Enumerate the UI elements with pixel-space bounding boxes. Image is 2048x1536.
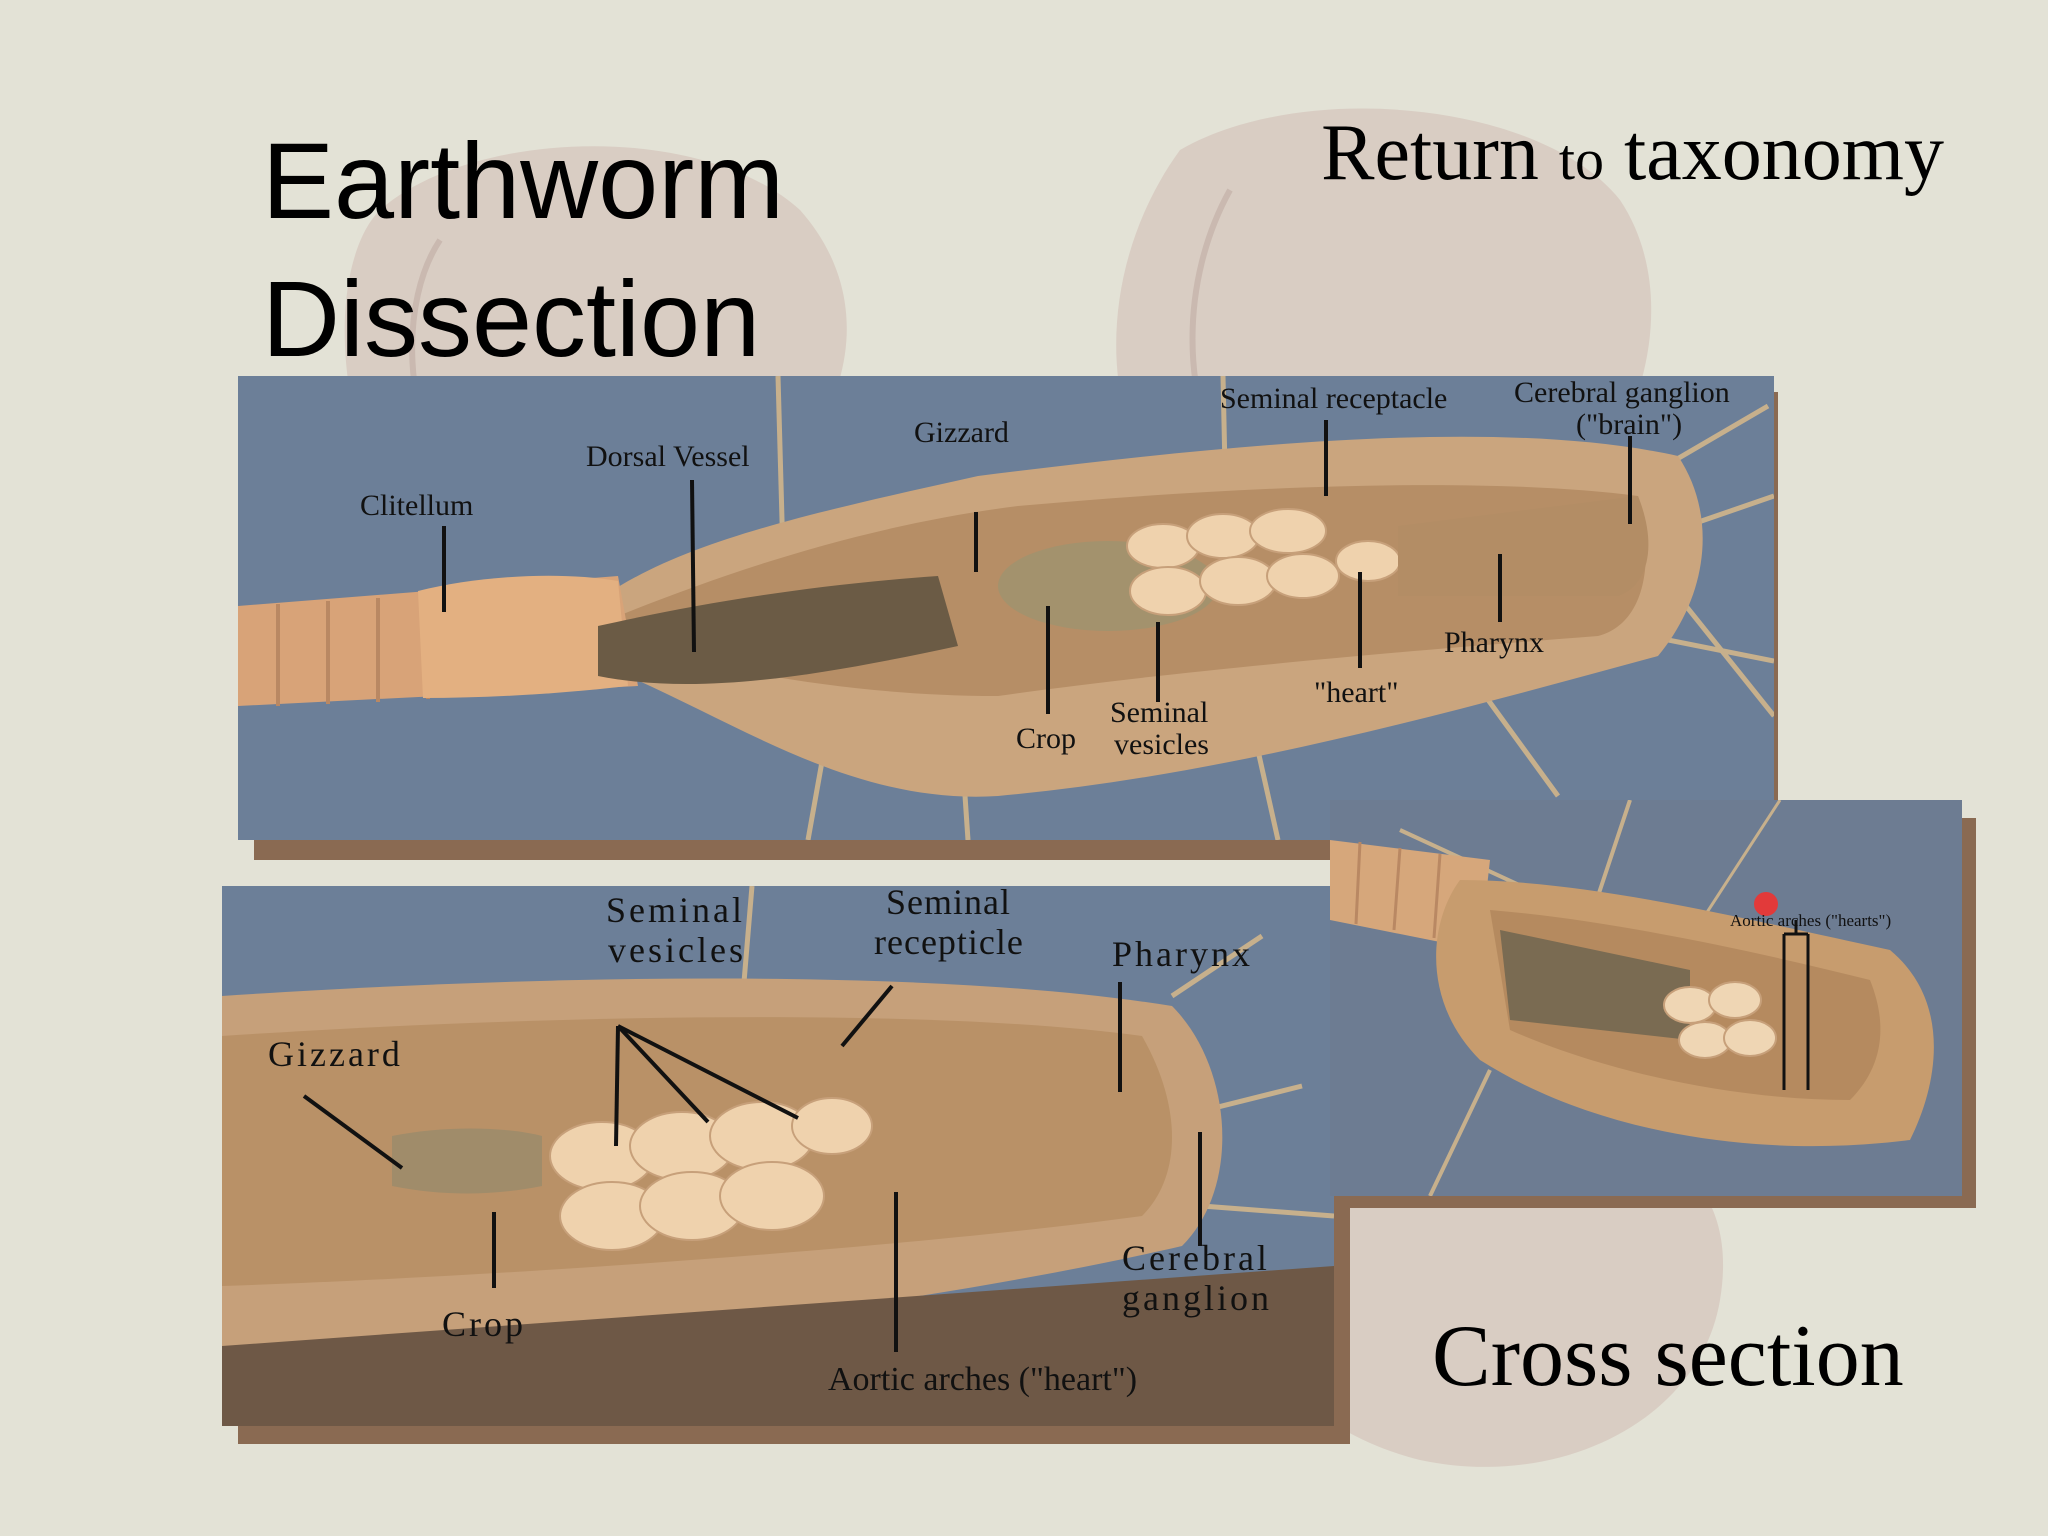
bottom-label-seminal-recepticle-2: recepticle	[874, 922, 1024, 962]
top-photo-drawing: Clitellum Dorsal Vessel Gizzard Seminal …	[238, 376, 1774, 840]
bottom-photo-drawing: Seminal vesicles Seminal recepticle Phar…	[222, 886, 1334, 1426]
top-label-seminal-vesicles-1: Seminal	[1110, 696, 1208, 729]
slide-title: Earthworm Dissection	[262, 112, 962, 388]
return-link-text-1: Return	[1321, 109, 1559, 197]
return-link-text-2: to	[1558, 127, 1605, 192]
cross-label-aortic-arches: Aortic arches ("hearts")	[1730, 911, 1891, 930]
bottom-label-seminal-recepticle-1: Seminal	[886, 886, 1011, 922]
top-label-gizzard: Gizzard	[914, 416, 1009, 449]
bottom-label-seminal-vesicles-1: Seminal	[606, 890, 745, 930]
bottom-dissection-photo: Seminal vesicles Seminal recepticle Phar…	[222, 886, 1334, 1426]
top-label-heart: "heart"	[1314, 676, 1398, 709]
bottom-label-cerebral-ganglion-1: Cerebral	[1122, 1238, 1270, 1278]
return-link-text-3: taxonomy	[1604, 109, 1944, 197]
top-label-dorsal-vessel: Dorsal Vessel	[586, 440, 750, 473]
top-label-seminal-receptacle: Seminal receptacle	[1220, 382, 1447, 415]
cross-photo-drawing: Aortic arches ("hearts")	[1330, 800, 1962, 1196]
cross-section-photo: Aortic arches ("hearts")	[1330, 800, 1962, 1196]
bottom-label-cerebral-ganglion-2: ganglion	[1122, 1278, 1272, 1318]
bottom-label-gizzard: Gizzard	[268, 1034, 403, 1074]
bottom-label-aortic-arches: Aortic arches ("heart")	[828, 1361, 1137, 1398]
bottom-label-crop: Crop	[442, 1304, 526, 1344]
cross-section-caption: Cross section	[1432, 1308, 1904, 1405]
bottom-label-seminal-vesicles-2: vesicles	[608, 930, 746, 970]
top-dissection-photo: Clitellum Dorsal Vessel Gizzard Seminal …	[238, 376, 1774, 840]
title-line-1: Earthworm	[262, 120, 785, 241]
top-label-crop: Crop	[1016, 722, 1076, 755]
bottom-label-pharynx: Pharynx	[1112, 934, 1253, 974]
top-label-cerebral-ganglion-2: ("brain")	[1576, 408, 1682, 441]
top-label-clitellum: Clitellum	[360, 489, 473, 522]
top-label-pharynx: Pharynx	[1444, 626, 1544, 659]
top-label-cerebral-ganglion-1: Cerebral ganglion	[1514, 376, 1730, 409]
title-line-2: Dissection	[262, 258, 761, 379]
top-label-seminal-vesicles-2: vesicles	[1114, 728, 1209, 761]
return-to-taxonomy-link[interactable]: Return to taxonomy	[1321, 108, 1944, 199]
